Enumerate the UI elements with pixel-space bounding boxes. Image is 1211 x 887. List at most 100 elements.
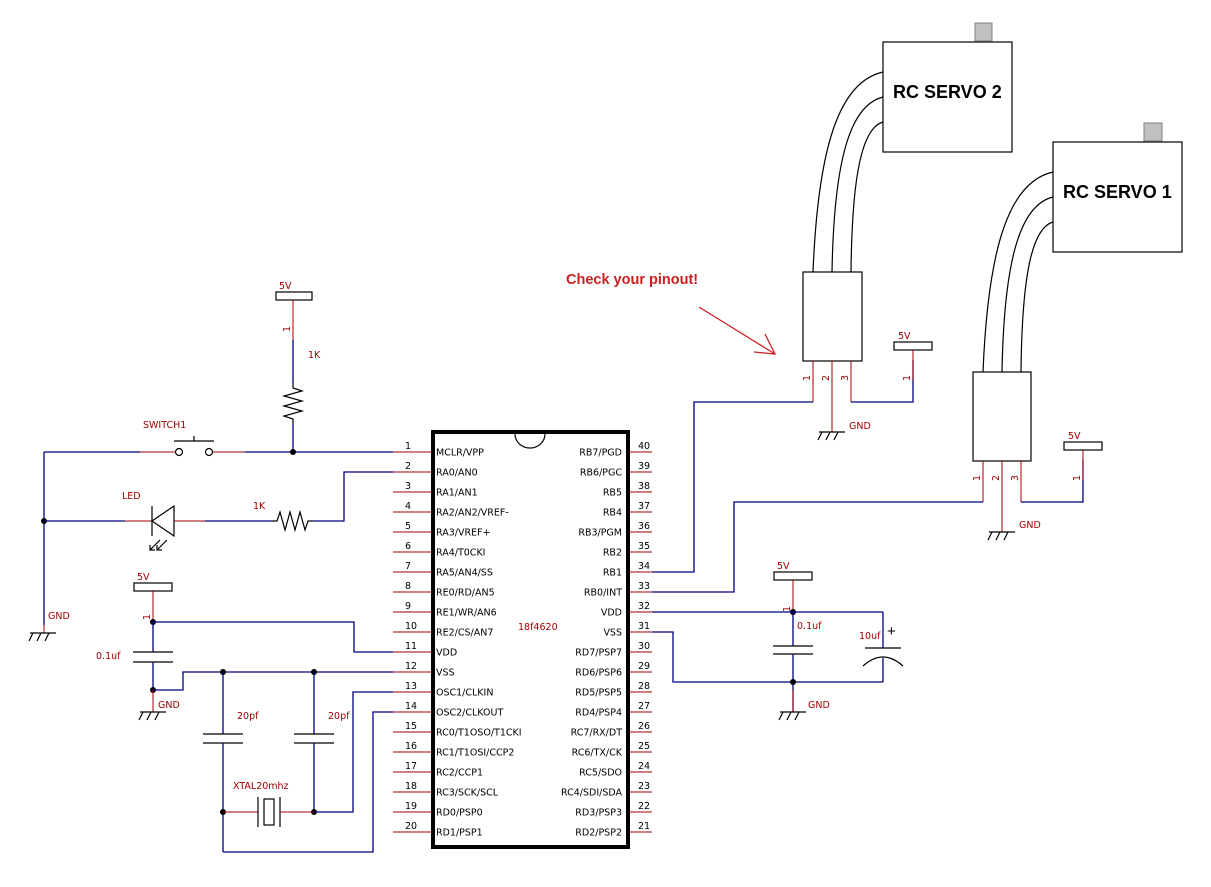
- pin-name: RD3/PSP3: [575, 808, 622, 819]
- pin-name: RC4/SDI/SDA: [561, 788, 623, 799]
- pin-number: 1: [902, 375, 913, 381]
- servo-2-shaft: [974, 22, 993, 42]
- pin-number: 38: [638, 481, 650, 492]
- pin-number: 27: [638, 701, 650, 712]
- pin-name: RD6/PSP6: [575, 668, 622, 679]
- pin-number: 28: [638, 681, 650, 692]
- pin-name: RD7/PSP7: [575, 648, 622, 659]
- pin-number: 1: [142, 614, 153, 620]
- pin-name: RB6/PGC: [580, 468, 622, 479]
- pin-name: RC2/CCP1: [436, 768, 483, 779]
- pin-number: 1: [782, 606, 793, 612]
- supply-label: 5V: [1068, 431, 1081, 442]
- pin-number: 11: [405, 641, 417, 652]
- ground-label: GND: [48, 611, 70, 622]
- pin-number: 26: [638, 721, 650, 732]
- pin-name: RD0/PSP0: [436, 808, 483, 819]
- pin-number: 25: [638, 741, 650, 752]
- resistor-pullup: [281, 383, 305, 424]
- pin-name: RD2/PSP2: [575, 828, 622, 839]
- pin-number: 20: [405, 821, 417, 832]
- resistor-led-label: 1K: [253, 501, 266, 512]
- pin-name: RC0/T1OSO/T1CKI: [436, 728, 522, 739]
- ground-label: GND: [1019, 520, 1041, 531]
- servo-1-shaft: [1143, 122, 1163, 142]
- electrolytic-label: 10uf: [859, 631, 881, 642]
- pin-number: 1: [282, 326, 293, 332]
- pin-number: 19: [405, 801, 417, 812]
- pin-name: OSC1/CLKIN: [436, 688, 493, 699]
- servo-1-cable: [982, 171, 1054, 373]
- pin-name: RA5/AN4/SS: [436, 568, 493, 579]
- arrow-head-icon: [753, 333, 777, 355]
- pin-number: 18: [405, 781, 417, 792]
- pin-number: 7: [405, 561, 411, 572]
- pin-number: 34: [638, 561, 650, 572]
- pin-number: 16: [405, 741, 417, 752]
- pin-number: 30: [638, 641, 650, 652]
- pin-name: RE1/WR/AN6: [436, 608, 497, 619]
- ground-label: GND: [808, 700, 830, 711]
- pin-name: VDD: [601, 608, 622, 619]
- pin-number: 24: [638, 761, 650, 772]
- crystal-body: [263, 798, 275, 826]
- pin-name: OSC2/CLKOUT: [436, 708, 503, 719]
- servo-2: RC SERVO 2 1 2 3 GND 5V 1: [652, 22, 1013, 573]
- pin-name: RA4/T0CKI: [436, 548, 485, 559]
- cap-osc2-label: 20pf: [328, 711, 350, 722]
- servo-1-connector: [972, 371, 1032, 462]
- pin-number: 2: [991, 475, 1002, 481]
- ground-label: GND: [158, 700, 180, 711]
- oscillator-circuit: 20pf 20pf XTAL20mhz: [203, 669, 393, 853]
- pin-number: 14: [405, 701, 417, 712]
- supply-5v-servo1: [1063, 441, 1103, 451]
- pin-name: RD5/PSP5: [575, 688, 622, 699]
- resistor-pullup-label: 1K: [308, 350, 321, 361]
- pin-name: RE0/RD/AN5: [436, 588, 495, 599]
- pin-number: 1: [405, 441, 411, 452]
- pin-number: 40: [638, 441, 650, 452]
- resistor-led: [272, 509, 313, 533]
- pin-name: RE2/CS/AN7: [436, 628, 493, 639]
- pin-number: 1: [1072, 475, 1083, 481]
- pin-number: 9: [405, 601, 411, 612]
- supply-5v-mclr: [275, 291, 313, 301]
- pin-name: RD1/PSP1: [436, 828, 483, 839]
- pin-name: RB5: [603, 488, 622, 499]
- pin-name: RC5/SDO: [579, 768, 622, 779]
- pin-number: 8: [405, 581, 411, 592]
- pin-number: 3: [840, 375, 851, 381]
- chip-left-pins: 1MCLR/VPP2RA0/AN03RA1/AN14RA2/AN2/VREF-5…: [393, 441, 522, 839]
- pin-name: RB2: [603, 548, 622, 559]
- supply-label: 5V: [279, 281, 292, 292]
- pic-chip: 18f4620 1MCLR/VPP2RA0/AN03RA1/AN14RA2/AN…: [393, 430, 652, 849]
- cap-left-label: 0.1uf: [96, 651, 121, 662]
- pin-number: 36: [638, 521, 650, 532]
- annotation-arrow: [698, 306, 776, 355]
- servo-2-label: RC SERVO 2: [893, 82, 1002, 102]
- pin-number: 21: [638, 821, 650, 832]
- pin-number: 13: [405, 681, 417, 692]
- annotation-text: Check your pinout!: [566, 272, 698, 288]
- pin-number: 35: [638, 541, 650, 552]
